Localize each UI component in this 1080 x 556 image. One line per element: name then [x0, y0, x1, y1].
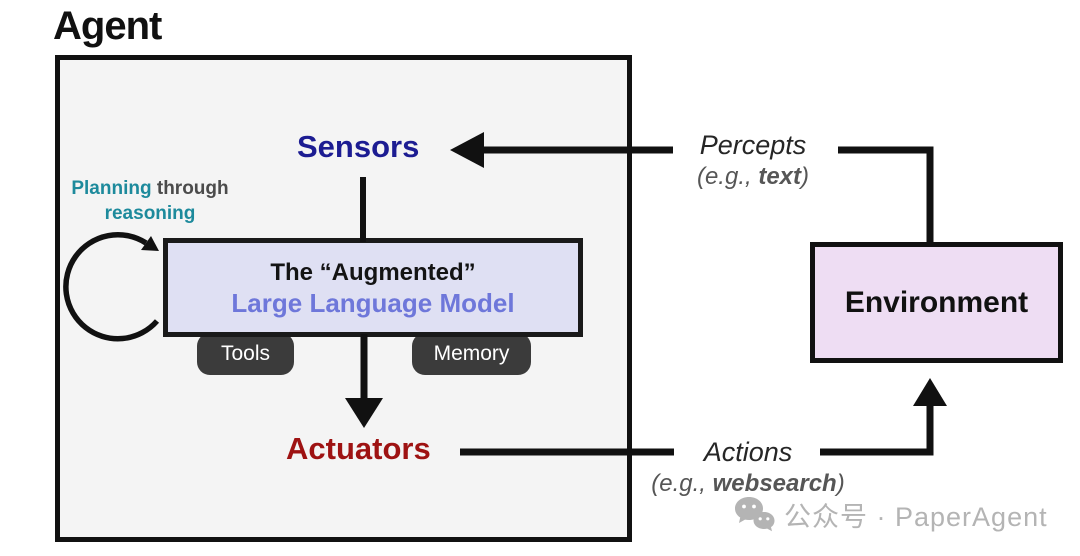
watermark: 公众号 · PaperAgent — [733, 495, 1048, 534]
actions-example-bold: websearch — [712, 470, 837, 497]
tools-badge-label: Tools — [220, 342, 271, 365]
watermark-text: 公众号 · PaperAgent — [784, 502, 1048, 532]
actions-example-prefix: (e.g., — [651, 470, 713, 497]
percepts-example: (e.g., text) — [640, 162, 866, 191]
actions-example-suffix: ) — [836, 470, 845, 497]
percepts-example-prefix: (e.g., — [696, 163, 759, 190]
through-word: through — [156, 178, 229, 199]
percepts-example-bold: text — [758, 163, 802, 190]
sensors-label: Sensors — [297, 129, 420, 164]
augmented-llm-box: The “Augmented” Large Language Model — [163, 238, 583, 337]
memory-badge: Memory — [412, 333, 531, 375]
agent-title: Agent — [53, 4, 162, 48]
llm-box-title-line2: Large Language Model — [231, 287, 515, 318]
environment-box: Environment — [810, 242, 1063, 363]
percepts-example-suffix: ) — [801, 163, 810, 190]
actions-example: (e.g., websearch) — [628, 469, 868, 498]
tools-badge: Tools — [197, 333, 294, 375]
planning-word: Planning — [71, 178, 152, 199]
actions-label: Actions — [703, 437, 793, 467]
environment-arrowhead — [913, 378, 947, 406]
llm-box-title-line1: The “Augmented” — [270, 258, 476, 286]
actuators-label: Actuators — [286, 431, 431, 466]
environment-label: Environment — [844, 285, 1029, 319]
percepts-label: Percepts — [699, 130, 807, 160]
actions-label-group: Actions (e.g., websearch) — [628, 436, 868, 498]
planning-through-reasoning-label: Planning through reasoning — [56, 176, 244, 226]
reasoning-word: reasoning — [104, 203, 196, 224]
memory-badge-label: Memory — [433, 342, 510, 365]
wechat-icon — [735, 496, 775, 531]
percepts-label-group: Percepts (e.g., text) — [640, 129, 866, 191]
